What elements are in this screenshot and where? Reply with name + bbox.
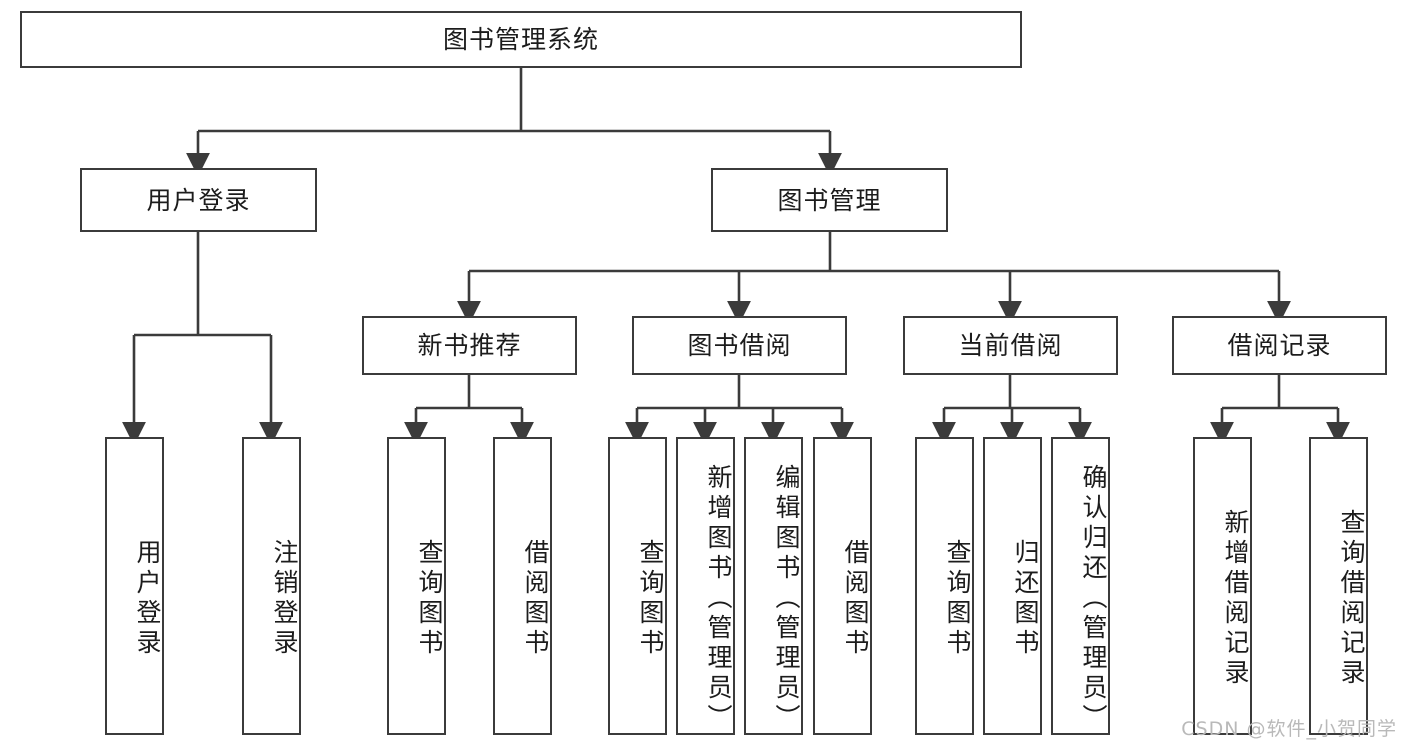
leaf-borrow-edit-book-admin[interactable]: 编辑图书（管理员） xyxy=(744,437,803,735)
node-book-borrow[interactable]: 图书借阅 xyxy=(632,316,847,375)
node-label: 借阅图书 xyxy=(841,539,870,659)
leaf-current-query-book[interactable]: 查询图书 xyxy=(915,437,974,735)
node-label: 图书管理系统 xyxy=(442,25,599,54)
leaf-record-query-record[interactable]: 查询借阅记录 xyxy=(1309,437,1368,735)
node-current-borrow[interactable]: 当前借阅 xyxy=(903,316,1118,375)
node-label: 借阅图书 xyxy=(521,539,550,659)
leaf-borrow-borrow-book[interactable]: 借阅图书 xyxy=(813,437,872,735)
leaf-recommend-borrow-book[interactable]: 借阅图书 xyxy=(493,437,552,735)
leaf-current-confirm-return-admin[interactable]: 确认归还（管理员） xyxy=(1051,437,1110,735)
node-label: 当前借阅 xyxy=(958,331,1063,360)
node-label: 新书推荐 xyxy=(417,331,522,360)
leaf-current-return-book[interactable]: 归还图书 xyxy=(983,437,1042,735)
node-label: 查询图书 xyxy=(415,539,444,659)
node-label: 确认归还（管理员） xyxy=(1079,464,1108,734)
leaf-recommend-query-book[interactable]: 查询图书 xyxy=(387,437,446,735)
node-label: 用户登录 xyxy=(146,185,251,215)
node-new-book-recommend[interactable]: 新书推荐 xyxy=(362,316,577,375)
node-label: 新增图书（管理员） xyxy=(704,464,733,734)
node-label: 图书借阅 xyxy=(687,331,792,360)
node-label: 借阅记录 xyxy=(1227,331,1332,360)
node-borrow-record[interactable]: 借阅记录 xyxy=(1172,316,1387,375)
node-root-system[interactable]: 图书管理系统 xyxy=(20,11,1022,68)
node-user-login[interactable]: 用户登录 xyxy=(80,168,317,232)
node-book-management[interactable]: 图书管理 xyxy=(711,168,948,232)
leaf-user-login-logout[interactable]: 注销登录 xyxy=(242,437,301,735)
node-label: 注销登录 xyxy=(270,539,299,659)
leaf-user-login-login[interactable]: 用户登录 xyxy=(105,437,164,735)
node-label: 查询图书 xyxy=(943,539,972,659)
node-label: 图书管理 xyxy=(777,185,882,215)
node-label: 查询借阅记录 xyxy=(1337,509,1366,689)
node-label: 归还图书 xyxy=(1011,539,1040,659)
node-label: 查询图书 xyxy=(636,539,665,659)
node-label: 编辑图书（管理员） xyxy=(772,464,801,734)
leaf-borrow-add-book-admin[interactable]: 新增图书（管理员） xyxy=(676,437,735,735)
node-label: 用户登录 xyxy=(133,539,162,659)
node-label: 新增借阅记录 xyxy=(1221,509,1250,689)
leaf-record-add-record[interactable]: 新增借阅记录 xyxy=(1193,437,1252,735)
watermark-text: CSDN @软件_小贺同学 xyxy=(1181,718,1397,740)
leaf-borrow-query-book[interactable]: 查询图书 xyxy=(608,437,667,735)
